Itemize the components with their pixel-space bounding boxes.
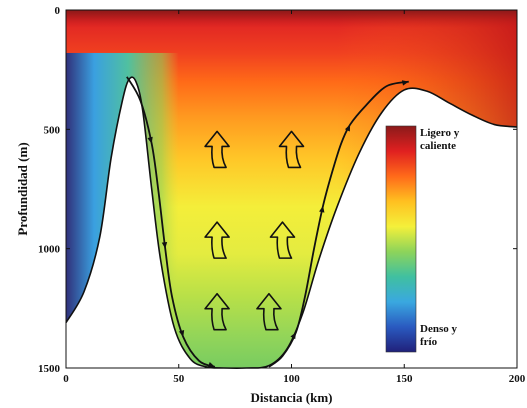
upwelling-arrow — [204, 130, 230, 169]
right-warm-water — [336, 10, 517, 189]
y-tick-label: 1500 — [38, 363, 61, 375]
colorbar-gradient — [385, 125, 417, 353]
x-axis-ticks: 0 50 100 150 200 — [63, 10, 526, 385]
flow-arrowhead — [344, 124, 351, 132]
y-tick-label: 1000 — [38, 244, 61, 256]
upwelling-arrow — [269, 221, 296, 259]
upwelling-arrow — [204, 221, 230, 259]
y-tick-label: 500 — [44, 124, 61, 136]
y-axis-label: Profundidad (m) — [15, 142, 30, 235]
x-tick-label: 100 — [283, 373, 300, 385]
x-axis-label: Distancia (km) — [251, 390, 333, 405]
x-tick-label: 200 — [509, 373, 526, 385]
flow-arrowhead — [290, 332, 297, 340]
upwelling-arrows — [204, 130, 305, 331]
circulation-path — [126, 76, 216, 368]
temperature-field — [66, 10, 517, 369]
y-tick-label: 0 — [55, 5, 61, 17]
flow-arrowhead — [147, 136, 153, 144]
flow-arrowhead — [319, 205, 325, 213]
x-tick-label: 0 — [63, 373, 69, 385]
upwelling-arrow — [278, 130, 305, 169]
flow-arrowhead — [401, 80, 409, 86]
x-tick-label: 150 — [396, 373, 413, 385]
circulation-paths — [126, 76, 409, 368]
x-tick-label: 50 — [173, 373, 185, 385]
flow-arrowhead — [161, 241, 168, 249]
surface-layer — [66, 10, 517, 28]
upwelling-arrow — [204, 292, 230, 331]
y-axis-ticks: 0 500 1000 1500 — [38, 5, 517, 375]
flow-arrowhead — [207, 361, 215, 368]
flow-arrowhead — [178, 330, 185, 337]
upwelling-arrow — [256, 292, 282, 331]
